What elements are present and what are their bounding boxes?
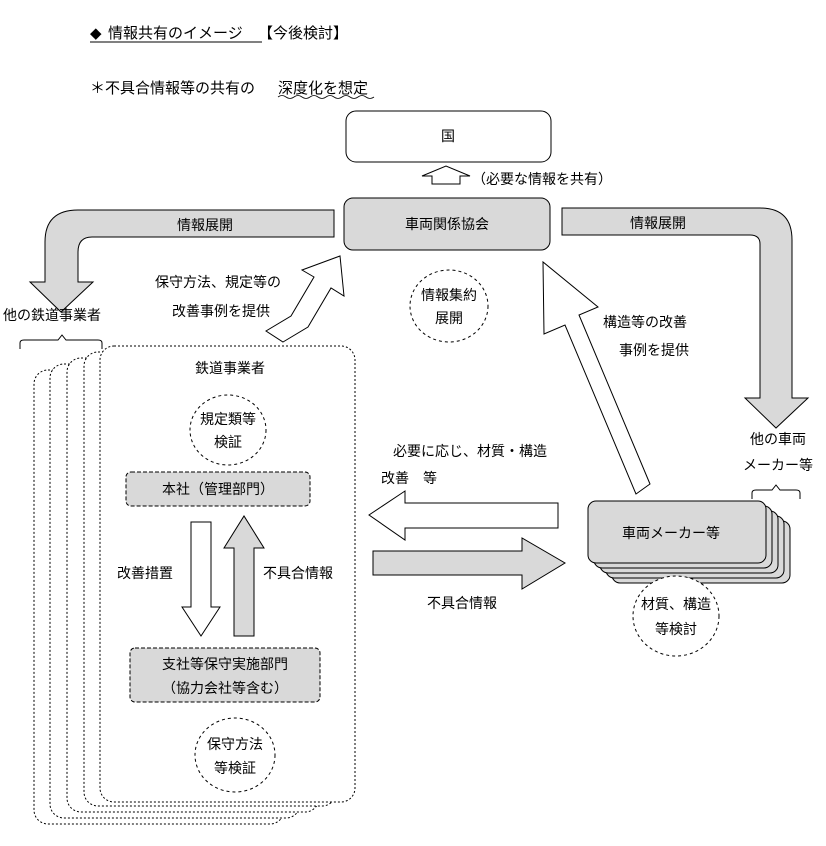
circle-zaishitsu-line2: 等検討 xyxy=(655,621,697,638)
fuguai-horizontal-label: 不具合情報 xyxy=(427,596,497,612)
node-maker-label: 車両メーカー等 xyxy=(622,525,720,542)
circle-kitei-line2: 検証 xyxy=(214,435,242,451)
other-maker-brace xyxy=(751,484,801,499)
share-up-arrow xyxy=(421,165,471,185)
hoshu-teikyo-arrow xyxy=(265,255,345,343)
node-kyokai-label: 車両関係協会 xyxy=(405,216,489,233)
circle-kyokai: 情報集約 展開 xyxy=(409,269,489,343)
other-railway-brace xyxy=(19,334,103,349)
node-kuni-label: 国 xyxy=(441,129,455,145)
hitsuyo-line2: 改善 等 xyxy=(381,470,437,487)
circle-hoshu: 保守方法 等検証 xyxy=(194,717,276,793)
railway-operator-label: 鉄道事業者 xyxy=(195,361,265,377)
kozo-teikyo-line1: 構造等の改善 xyxy=(603,314,687,331)
node-shisha-line1: 支社等保守実施部門 xyxy=(162,656,288,673)
node-shisha-line2: （協力会社等含む） xyxy=(162,680,288,697)
node-shisha: 支社等保守実施部門 （協力会社等含む） xyxy=(129,647,321,703)
circle-hoshu-line2: 等検証 xyxy=(214,760,256,777)
info-deploy-left-arrow: 情報展開 xyxy=(28,209,335,313)
kaizen-sochi-arrow xyxy=(181,521,221,637)
hoshu-teikyo-line2: 改善事例を提供 xyxy=(172,304,270,320)
info-deploy-right-label: 情報展開 xyxy=(630,216,686,232)
note-emphasis: 深度化を想定 xyxy=(278,79,368,97)
info-deploy-left-label: 情報展開 xyxy=(177,218,233,234)
circle-zaishitsu: 材質、構造 等検討 xyxy=(632,575,720,657)
kozo-teikyo-line2: 事例を提供 xyxy=(619,343,689,359)
hitsuyo-left-arrow xyxy=(368,490,559,541)
node-kuni: 国 xyxy=(345,110,552,163)
info-deploy-right-arrow: 情報展開 xyxy=(561,207,810,429)
node-honsha: 本社（管理部門） xyxy=(125,471,311,507)
maker-stack: 車両メーカー等 xyxy=(587,500,791,584)
circle-kitei-line1: 規定類等 xyxy=(200,411,256,428)
kaizen-sochi-label: 改善措置 xyxy=(117,566,173,582)
fuguai-right-arrow xyxy=(372,537,566,590)
node-honsha-label: 本社（管理部門） xyxy=(162,482,274,498)
title-marker: ◆ xyxy=(90,24,102,42)
circle-hoshu-line1: 保守方法 xyxy=(207,737,263,753)
circle-zaishitsu-line1: 材質、構造 xyxy=(641,597,711,613)
hitsuyo-line1: 必要に応じ、材質・構造 xyxy=(393,444,547,460)
other-maker-line2: メーカー等 xyxy=(743,457,813,474)
node-kyokai: 車両関係協会 xyxy=(343,197,551,251)
wavy-underline xyxy=(277,95,375,99)
note-prefix: ＊不具合情報等の共有の xyxy=(90,79,255,97)
share-needed-label: （必要な情報を共有） xyxy=(472,172,612,188)
fuguai-up-arrow xyxy=(223,515,265,637)
header: ◆ 情報共有のイメージ 【今後検討】 ＊不具合情報等の共有の 深度化を想定 xyxy=(90,24,375,99)
hoshu-teikyo-line1: 保守方法、規定等の xyxy=(155,274,281,291)
fuguai-vertical-label: 不具合情報 xyxy=(263,566,333,582)
kozo-teikyo-arrow xyxy=(542,260,651,495)
circle-kyokai-line1: 情報集約 xyxy=(421,287,477,304)
circle-kitei: 規定類等 検証 xyxy=(189,394,267,466)
other-maker-line1: 他の車両 xyxy=(750,431,806,448)
title-suffix: 【今後検討】 xyxy=(258,24,348,42)
other-railway-label: 他の鉄道事業者 xyxy=(3,308,101,324)
circle-kyokai-line2: 展開 xyxy=(435,311,463,327)
page-title: 情報共有のイメージ xyxy=(108,24,243,42)
